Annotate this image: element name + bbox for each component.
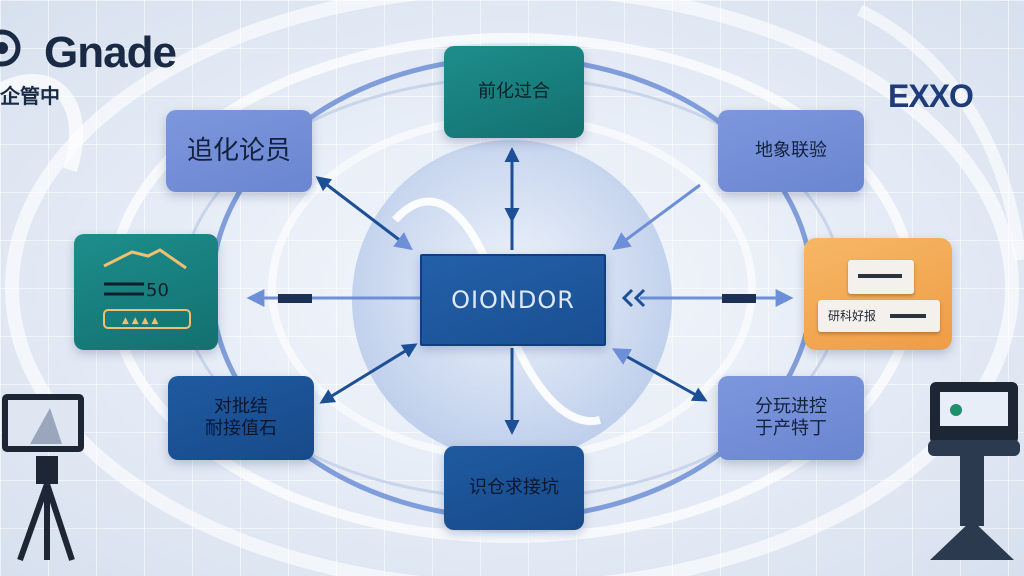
node-top-right[interactable]: 地象联验 — [718, 110, 864, 192]
node-center[interactable]: OIONDOR — [420, 254, 606, 346]
node-top-right-label: 地象联验 — [755, 139, 827, 161]
node-bottom-right-label: 分玩进控 于产特丁 — [755, 395, 827, 440]
card-bottom-label: 研科好报 — [828, 308, 877, 323]
outer-ring — [5, 0, 1019, 576]
arrow-right-bar — [722, 294, 756, 303]
corner-arc-right — [857, 4, 1024, 261]
node-bottom-right[interactable]: 分玩进控 于产特丁 — [718, 376, 864, 460]
brand-subtitle: 企管中 — [0, 84, 60, 108]
node-bottom-label: 识仓求接坑 — [469, 476, 559, 498]
arrow-top-left — [315, 176, 413, 251]
chart-line-icon: ▲ ▲ ▲ ▲ — [103, 248, 191, 329]
node-top-left[interactable]: 追化论员 — [166, 110, 312, 192]
card-top — [848, 260, 914, 294]
node-top-label: 前化过合 — [478, 80, 550, 102]
node-bottom[interactable]: 识仓求接坑 — [444, 446, 584, 530]
node-right-cards[interactable]: 研科好报 — [804, 238, 952, 350]
node-center-label: OIONDOR — [451, 286, 575, 314]
arrow-bottom-right — [611, 348, 708, 402]
node-left-value: 50 — [146, 280, 169, 301]
kiosk-icon — [928, 382, 1020, 560]
node-bottom-left-label: 对批结 耐接值石 — [205, 395, 277, 440]
node-top-left-label: 追化论员 — [186, 135, 291, 166]
node-left-chart[interactable]: ▲ ▲ ▲ ▲ 50 — [74, 234, 218, 350]
arrow-left-bar — [278, 294, 312, 303]
screen-stand-icon — [2, 394, 84, 562]
badge-exxo: EXXO — [888, 78, 974, 114]
card-bottom: 研科好报 — [818, 300, 940, 332]
brand-title: Gnade — [44, 28, 177, 77]
arrow-bottom-left — [319, 343, 418, 404]
node-bottom-left[interactable]: 对批结 耐接值石 — [168, 376, 314, 460]
arrow-top-right — [612, 183, 701, 251]
arrow-right-chevrons — [621, 288, 646, 308]
target-icon — [0, 29, 21, 67]
node-top[interactable]: 前化过合 — [444, 46, 584, 138]
svg-text:▲ ▲ ▲ ▲: ▲ ▲ ▲ ▲ — [122, 316, 158, 326]
corner-arc-left — [0, 74, 84, 173]
